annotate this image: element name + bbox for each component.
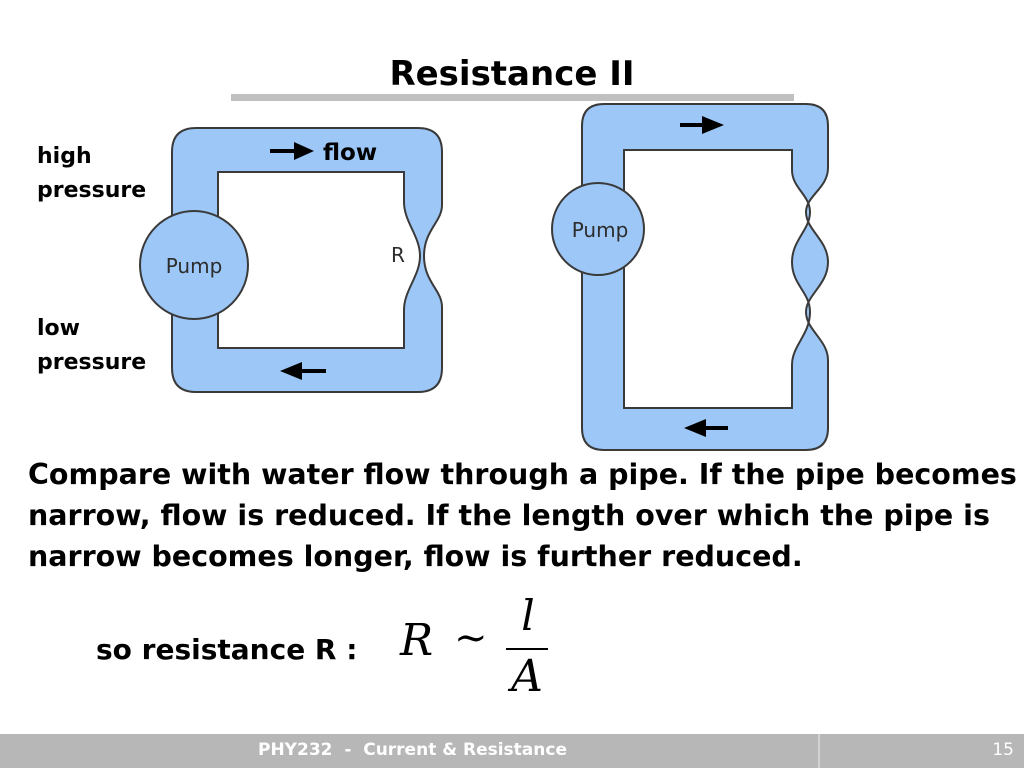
pump-body-right xyxy=(551,182,645,276)
arrow-right-icon xyxy=(270,142,314,160)
arrow-left-icon xyxy=(280,362,326,380)
so-resistance-label: so resistance R : xyxy=(96,633,358,666)
pipe-circuit-short-constriction: Pump R flow xyxy=(139,127,443,393)
low-pressure-label: low pressure xyxy=(37,316,147,375)
formula-lhs: R xyxy=(400,615,434,666)
pipe-circuit-long-constriction: Pump xyxy=(551,103,830,451)
pump-label-left: Pump xyxy=(166,254,223,278)
slide-title: Resistance II xyxy=(389,54,635,94)
footer-divider xyxy=(818,734,820,768)
high-pressure-label: high pressure xyxy=(37,144,147,203)
arrow-right-icon xyxy=(680,116,724,134)
resistor-label: R xyxy=(391,243,405,267)
fraction-bar xyxy=(506,648,548,650)
arrow-left-icon xyxy=(684,419,728,437)
pipe-loop-right xyxy=(555,103,830,451)
resistance-formula: R ∼ l A xyxy=(398,591,558,708)
formula-numerator: l xyxy=(521,591,535,640)
pump-label-right: Pump xyxy=(572,218,629,242)
pipe-diagrams: Pump R flow Pump xyxy=(139,103,830,451)
formula-proportional-sign: ∼ xyxy=(454,615,488,661)
footer-course-title: PHY232 - Current & Resistance xyxy=(258,740,567,760)
title-underline xyxy=(231,94,794,101)
slide-footer: PHY232 - Current & Resistance 15 xyxy=(0,734,1024,768)
slide-number: 15 xyxy=(992,740,1014,760)
pump-body-left xyxy=(139,210,249,320)
formula-denominator: A xyxy=(511,651,543,702)
explanation-paragraph: Compare with water flow through a pipe. … xyxy=(28,458,1017,573)
flow-label: flow xyxy=(323,140,377,166)
